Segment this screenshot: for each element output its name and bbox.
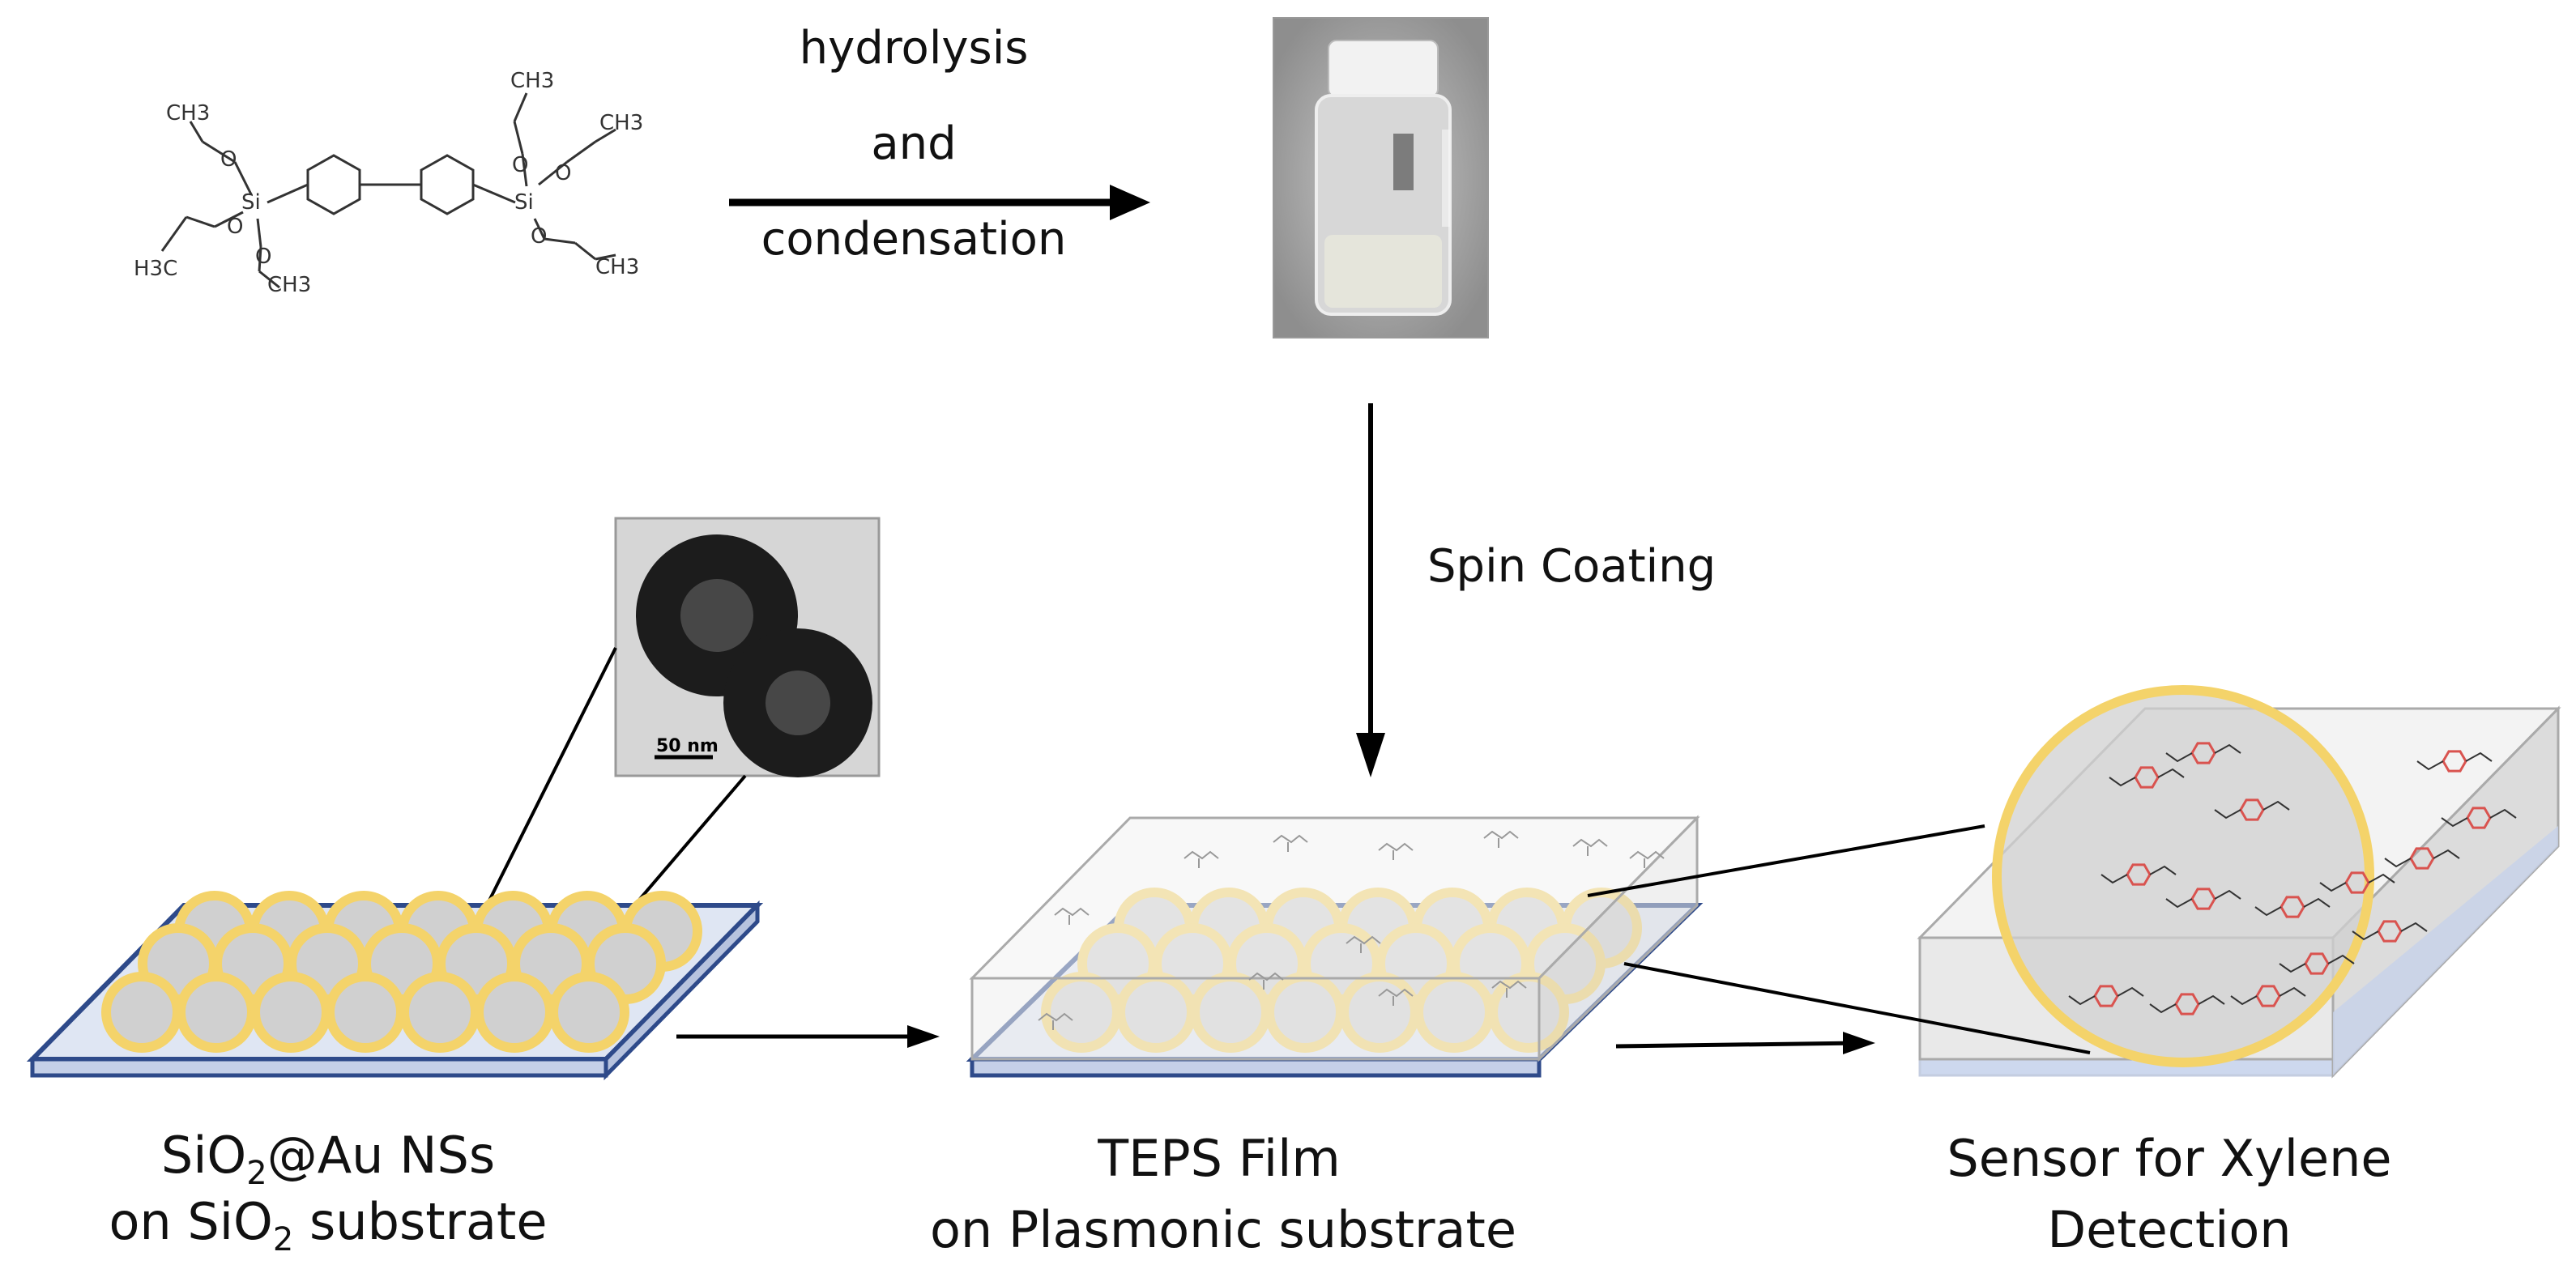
teps-molecule-scatter: [1038, 830, 1665, 1030]
siloxane-chain-8: [2441, 808, 2517, 828]
teps-mini-9: [1378, 988, 1414, 1006]
siloxane-chain-13: [2279, 954, 2355, 973]
vial-photo: [1273, 17, 1489, 338]
teps-mini-11: [1346, 935, 1381, 953]
siloxane-chain-1: [2165, 743, 2241, 763]
arrow-left-to-middle: [676, 1025, 940, 1048]
siloxane-chain-2: [2214, 800, 2290, 820]
molecule-labels: CH3 CH3 CH3 H3C CH3 CH3 O O O O O O Si S…: [134, 69, 643, 297]
teps-mini-8: [1248, 972, 1284, 990]
caption-right-line2: Detection: [2047, 1200, 2291, 1259]
ch3-label-1: CH3: [166, 101, 210, 126]
teps-film-box: [969, 815, 1700, 1062]
sensor-zoom-sphere: [1992, 685, 2374, 1067]
siloxane-chain-5: [2254, 897, 2331, 917]
ch3-label-5: CH3: [595, 255, 639, 279]
zoom-lines: [1587, 824, 2091, 1054]
siloxane-chain-7: [2384, 849, 2460, 868]
ch3-label-4: CH3: [267, 273, 311, 297]
teps-mini-1: [1273, 834, 1308, 852]
condensation-label: condensation: [761, 213, 1067, 266]
siloxane-chain-14: [2352, 922, 2428, 941]
o-label-1: O: [220, 147, 237, 172]
caption-right-line1: Sensor for Xylene: [1947, 1129, 2391, 1188]
spin-coating-label: Spin Coating: [1427, 540, 1716, 593]
sensor-molecule-network: [2068, 742, 2517, 1015]
left-nanoshell-16: [250, 972, 331, 1053]
ch3-label-3: CH3: [599, 111, 643, 135]
teps-mini-5: [1629, 850, 1665, 868]
teps-mini-6: [1054, 907, 1090, 925]
ch3-label-2: CH3: [510, 69, 554, 93]
teps-mini-4: [1572, 838, 1608, 856]
o-label-5: O: [555, 161, 571, 185]
caption-middle-line2: on Plasmonic substrate: [930, 1200, 1516, 1259]
caption-left-line1: SiO2@Au NSs: [161, 1126, 495, 1192]
teps-mini-3: [1483, 830, 1519, 848]
left-nanoshell-17: [325, 972, 406, 1053]
siloxane-chain-3: [2100, 865, 2177, 884]
left-nanoshell-14: [101, 972, 182, 1053]
left-nanoshell-18: [399, 972, 480, 1053]
arrow-middle-to-right: [1615, 1032, 1875, 1054]
vial-cap: [1328, 40, 1439, 98]
siloxane-chain-10: [2068, 986, 2144, 1006]
teps-mini-0: [1184, 850, 1219, 868]
caption-left: SiO2@Au NSs on SiO2 substrate: [109, 1126, 548, 1258]
hydrolysis-arrow: hydrolysis and condensation: [729, 22, 1150, 266]
teps-mini-2: [1378, 842, 1414, 860]
siloxane-chain-0: [2109, 768, 2185, 787]
o-label-3: O: [255, 245, 271, 269]
teps-mini-7: [1038, 1012, 1073, 1030]
o-label-4: O: [512, 153, 528, 177]
caption-middle: TEPS Film on Plasmonic substrate: [930, 1129, 1516, 1259]
o-label-2: O: [227, 215, 243, 239]
o-label-6: O: [531, 224, 547, 249]
siloxane-chain-12: [2230, 986, 2306, 1006]
siloxane-chain-11: [2149, 994, 2225, 1014]
caption-middle-line1: TEPS Film: [1097, 1129, 1341, 1188]
caption-right: Sensor for Xylene Detection: [1947, 1129, 2391, 1259]
h3c-label: H3C: [134, 257, 177, 281]
si-label-2: Si: [514, 190, 534, 215]
left-nanoshell-19: [474, 972, 555, 1053]
hydrolysis-label: hydrolysis: [800, 22, 1029, 75]
teps-mini-10: [1491, 980, 1527, 998]
and-label: and: [871, 117, 956, 170]
siloxane-chain-4: [2165, 889, 2241, 909]
left-nanoshell-20: [548, 972, 629, 1053]
si-label-1: Si: [241, 190, 261, 215]
tem-inset: 50 nm: [484, 517, 881, 967]
caption-left-line2: on SiO2 substrate: [109, 1192, 548, 1258]
siloxane-chain-9: [2416, 751, 2493, 771]
left-nanoshell-15: [176, 972, 257, 1053]
scale-label: 50 nm: [656, 736, 719, 756]
spin-coating-arrow: Spin Coating: [1356, 403, 1716, 777]
siloxane-chain-6: [2319, 873, 2395, 892]
left-nanoshell-array: [101, 891, 702, 1053]
teps-molecule: [160, 92, 616, 289]
